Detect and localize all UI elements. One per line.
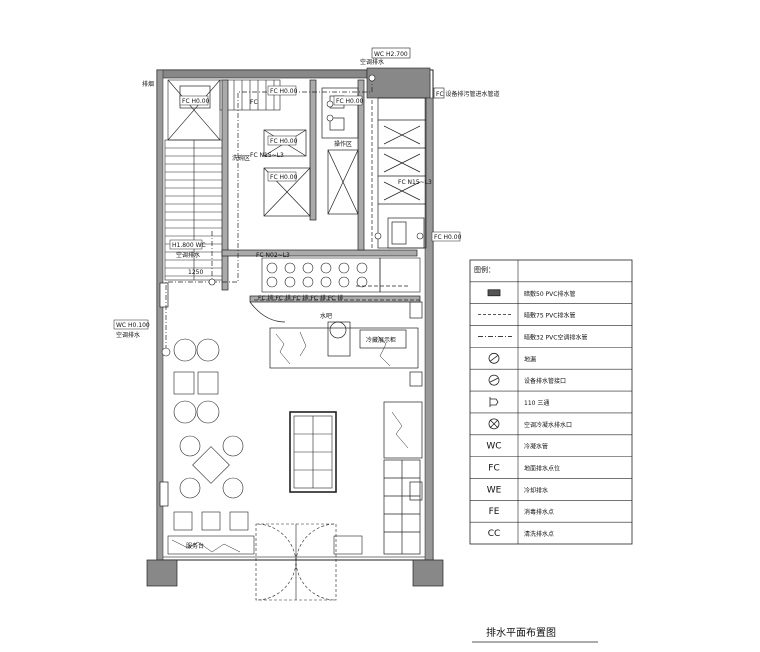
outer-walls: [146, 67, 444, 587]
burner: [266, 262, 278, 274]
burner: [302, 276, 314, 288]
drawing-tags: WC H2.700 空调排水 排烟 FC 设备排污管进水管道 FC H0.00 …: [113, 47, 500, 550]
pipe-solid-fill-icon: [487, 289, 501, 297]
tag-fc-h5: FC H0.00: [270, 174, 298, 181]
burner: [284, 262, 296, 274]
tag-wc-left-note: 空调排水: [116, 331, 140, 339]
burner: [356, 276, 368, 288]
tag-h1-wc-note: 空调排水: [176, 251, 200, 259]
legend-desc: 暗敷75 PVC排水管: [524, 312, 575, 320]
room-wash-label: 洗碗区: [232, 154, 250, 162]
tag-fc-top-right: FC 设备排污管进水管道: [436, 90, 500, 98]
burner: [338, 262, 350, 274]
tag-fc-h2: FC H0.00: [270, 88, 298, 95]
legend-desc: 暗敷32 PVC空调排水管: [524, 333, 587, 341]
tag-wc-top: WC H2.700: [374, 51, 408, 58]
tag-fc-n1: FC N15~L3: [250, 152, 284, 159]
tag-dim-1250: 1250: [188, 269, 203, 276]
tag-wc-left: WC H0.100: [116, 322, 150, 329]
display-cabinet: [289, 411, 337, 493]
tag-fc-h4: FC H0.00: [270, 138, 298, 145]
legend-row: 110 三通: [489, 397, 549, 407]
legend-symbol-text: FC: [488, 464, 499, 474]
floor-drain-icon: [488, 352, 500, 364]
burner: [284, 276, 296, 288]
equipment-drain-icon: [488, 374, 500, 386]
legend-row: WE 冷却排水: [487, 485, 548, 495]
legend-symbol-text: WC: [486, 442, 501, 452]
drawing-title: 排水平面布置图: [486, 626, 556, 639]
burner: [320, 262, 332, 274]
seating: [167, 338, 363, 555]
legend-desc: 空调冷凝水排水口: [524, 421, 572, 429]
legend-desc: 110 三通: [524, 399, 549, 407]
kitchen-equipment-row: [261, 257, 421, 293]
room-bar-label: 水吧: [320, 312, 332, 320]
burner: [356, 262, 368, 274]
tag-fc-h1: FC H0.00: [182, 98, 210, 105]
title-block: 排水平面布置图: [472, 626, 598, 643]
kitchen-walls: [179, 79, 427, 323]
tag-fc-bottom-row: FC 排 FC 排 FC 排 FC 排 FC 排: [258, 294, 343, 302]
drain-markers: [161, 74, 424, 357]
legend-desc: 地面排水点位: [524, 465, 560, 473]
legend-row: FE 消毒排水点: [489, 507, 554, 517]
legend-row: 地漏: [488, 352, 536, 364]
legend-row: WC 冷凝水管: [486, 442, 548, 452]
tag-fc-h3: FC H0.00: [336, 98, 364, 105]
legend-row: 暗敷50 PVC排水管: [487, 289, 575, 298]
bar-counter: [269, 321, 423, 555]
legend-row: 暗敷75 PVC排水管: [478, 312, 575, 320]
legend-desc: 设备排水管接口: [524, 377, 566, 385]
legend-row: FC 地面排水点位: [488, 464, 560, 474]
legend-desc: 清洗排水点: [524, 530, 554, 538]
tag-fc-n3: FC N02~L3: [256, 252, 290, 259]
staircase: [164, 79, 281, 281]
legend-row: CC 清洗排水点: [488, 529, 554, 539]
burner: [266, 276, 278, 288]
room-cold-label: 冷藏展示柜: [366, 336, 396, 344]
legend-desc: 消毒排水点: [524, 508, 554, 516]
room-prep-label: 操作区: [334, 140, 352, 148]
tag-fc-right-h: FC H0.00: [434, 234, 462, 241]
legend-symbol-text: FE: [489, 507, 500, 517]
burner: [320, 276, 332, 288]
drain-pipes: [165, 78, 420, 350]
burner: [302, 262, 314, 274]
legend-desc: 冷却排水: [524, 486, 548, 494]
burner: [338, 276, 350, 288]
tag-wc-top-note: 空调排水: [360, 58, 384, 66]
ac-drain-icon: [488, 418, 500, 430]
elbow-icon: [489, 397, 499, 407]
legend-symbol-text: CC: [488, 529, 501, 539]
legend-desc: 暗敷50 PVC排水管: [524, 290, 575, 298]
legend-row: 空调冷凝水排水口: [488, 418, 572, 430]
entrance-doors: [255, 523, 337, 601]
legend-symbol-text: WE: [487, 485, 502, 495]
tag-h1-wc: H1.800 WC: [172, 242, 206, 249]
legend-row: 暗敷32 PVC空调排水管: [478, 333, 587, 341]
room-fc-label: FC: [250, 99, 258, 106]
legend-header: 图例：: [474, 265, 495, 274]
legend-row: 设备排水管接口: [488, 374, 566, 386]
tag-fc-n2: FC N15~L3: [398, 179, 432, 186]
legend-desc: 冷凝水管: [524, 443, 548, 451]
counter-note: 服务台: [186, 542, 204, 550]
legend-desc: 地漏: [524, 355, 536, 363]
tag-corner-note: 排烟: [142, 80, 154, 88]
